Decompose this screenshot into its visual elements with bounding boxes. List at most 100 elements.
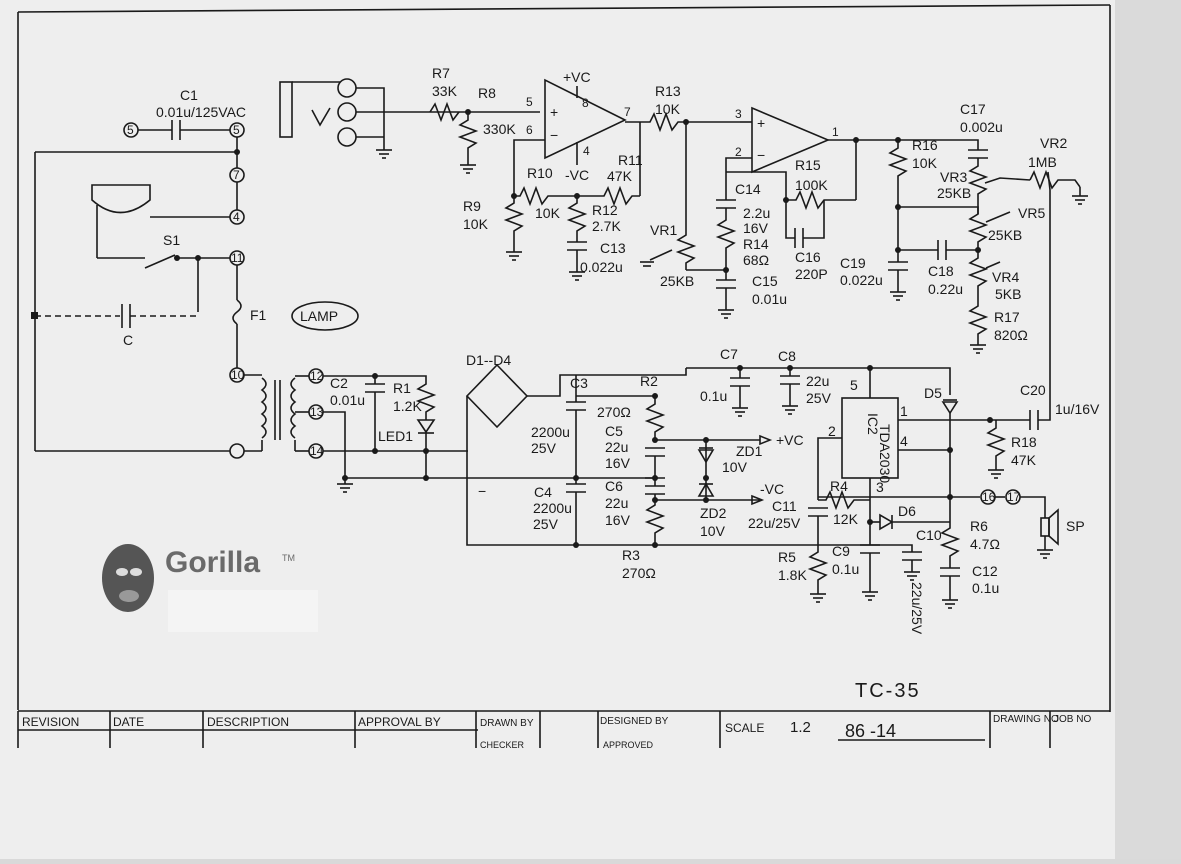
svg-text:1.8K: 1.8K xyxy=(778,567,807,583)
f1-fuse xyxy=(232,299,242,325)
input-jack xyxy=(279,81,293,138)
svg-text:+VC: +VC xyxy=(563,69,591,85)
svg-text:8: 8 xyxy=(582,96,589,110)
svg-text:3: 3 xyxy=(876,479,884,495)
lamp-note-bubble xyxy=(291,301,359,331)
svg-text:2.7K: 2.7K xyxy=(592,218,621,234)
svg-text:270Ω: 270Ω xyxy=(622,565,656,581)
svg-text:R13: R13 xyxy=(655,83,681,99)
r11-resistor xyxy=(580,185,640,207)
svg-text:1MB: 1MB xyxy=(1028,154,1057,170)
svg-text:SCALE: SCALE xyxy=(725,721,764,735)
svg-text:2200u: 2200u xyxy=(533,500,572,516)
svg-text:0.022u: 0.022u xyxy=(580,259,623,275)
svg-text:22u/25V: 22u/25V xyxy=(909,582,925,635)
svg-text:7: 7 xyxy=(233,168,240,182)
svg-text:10K: 10K xyxy=(535,205,561,221)
svg-text:1.2K: 1.2K xyxy=(393,398,422,414)
s1-switch xyxy=(144,254,176,269)
svg-text:ZD2: ZD2 xyxy=(700,505,727,521)
svg-text:25KB: 25KB xyxy=(937,185,971,201)
svg-text:+VC: +VC xyxy=(776,432,804,448)
svg-text:4.7Ω: 4.7Ω xyxy=(970,536,1000,552)
lamp-note: LAMP xyxy=(300,308,338,324)
led1-icon xyxy=(416,419,436,434)
svg-text:220P: 220P xyxy=(795,266,828,282)
svg-text:1.2: 1.2 xyxy=(790,719,811,736)
svg-text:10K: 10K xyxy=(912,155,938,171)
c1-value: 0.01u/125VAC xyxy=(156,104,246,120)
svg-text:D1--D4: D1--D4 xyxy=(466,352,511,368)
svg-text:LED1: LED1 xyxy=(378,428,413,444)
svg-text:D6: D6 xyxy=(898,503,916,519)
svg-text:13: 13 xyxy=(310,405,324,419)
preamp-section: R7 33K R8 330K + − 5 6 +VC 8 4 -VC 7 R11… xyxy=(279,65,1088,395)
border-top xyxy=(17,4,1111,13)
svg-text:R16: R16 xyxy=(912,137,938,153)
svg-text:C6: C6 xyxy=(605,478,623,494)
svg-text:10V: 10V xyxy=(722,459,748,475)
input-section: 5 5 C1 0.01u/125VAC 7 4 S1 11 xyxy=(31,87,359,459)
svg-text:VR4: VR4 xyxy=(992,269,1019,285)
svg-text:0.22u: 0.22u xyxy=(928,281,963,297)
paper xyxy=(0,0,1115,859)
c1-label: C1 xyxy=(180,87,198,103)
gorilla-logo: Gorilla TM xyxy=(102,544,318,632)
svg-text:2.2u: 2.2u xyxy=(743,205,770,221)
svg-text:5: 5 xyxy=(850,377,858,393)
svg-text:C19: C19 xyxy=(840,255,866,271)
svg-text:47K: 47K xyxy=(607,168,633,184)
svg-text:−: − xyxy=(478,483,486,499)
svg-text:100K: 100K xyxy=(795,177,828,193)
f1-label: F1 xyxy=(250,307,267,323)
svg-text:R17: R17 xyxy=(994,309,1020,325)
svg-text:R3: R3 xyxy=(622,547,640,563)
r8-resistor xyxy=(457,112,479,165)
s1-label: S1 xyxy=(163,232,180,248)
svg-text:0.1u: 0.1u xyxy=(832,561,859,577)
svg-text:+: + xyxy=(550,104,558,120)
svg-text:C9: C9 xyxy=(832,543,850,559)
svg-text:0.022u: 0.022u xyxy=(840,272,883,288)
svg-text:22u/25V: 22u/25V xyxy=(748,515,801,531)
svg-text:C4: C4 xyxy=(534,484,552,500)
svg-text:TDA2030: TDA2030 xyxy=(877,424,893,483)
svg-text:2: 2 xyxy=(828,423,836,439)
svg-text:C5: C5 xyxy=(605,423,623,439)
svg-text:6: 6 xyxy=(526,123,533,137)
svg-text:10K: 10K xyxy=(463,216,489,232)
c-label: C xyxy=(123,332,133,348)
vr1-potentiometer xyxy=(675,122,697,270)
svg-text:0.01u: 0.01u xyxy=(752,291,787,307)
svg-text:12K: 12K xyxy=(833,511,859,527)
svg-text:C10: C10 xyxy=(916,527,942,543)
svg-text:16V: 16V xyxy=(605,512,631,528)
svg-text:SP: SP xyxy=(1066,518,1085,534)
svg-text:−: − xyxy=(550,127,558,143)
gorilla-head-icon xyxy=(102,544,154,612)
svg-text:12: 12 xyxy=(310,369,324,383)
svg-text:VR5: VR5 xyxy=(1018,205,1045,221)
svg-text:DESIGNED BY: DESIGNED BY xyxy=(600,716,669,727)
svg-text:25KB: 25KB xyxy=(660,273,694,289)
svg-text:R2: R2 xyxy=(640,373,658,389)
d5-diode xyxy=(941,401,959,415)
svg-text:16V: 16V xyxy=(743,220,769,236)
svg-text:REVISION: REVISION xyxy=(22,715,79,729)
svg-text:22u: 22u xyxy=(806,373,829,389)
svg-text:CHECKER: CHECKER xyxy=(480,740,525,750)
svg-text:−: − xyxy=(757,147,765,163)
transformer-secondary xyxy=(290,377,297,439)
r7-resistor xyxy=(429,101,460,123)
svg-text:5: 5 xyxy=(526,95,533,109)
svg-text:47K: 47K xyxy=(1011,452,1037,468)
svg-text:VR1: VR1 xyxy=(650,222,677,238)
paper-shadow xyxy=(1115,0,1181,859)
svg-text:C7: C7 xyxy=(720,346,738,362)
svg-text:4: 4 xyxy=(233,210,240,224)
svg-text:10V: 10V xyxy=(700,523,726,539)
svg-text:R7: R7 xyxy=(432,65,450,81)
svg-text:11: 11 xyxy=(231,251,244,265)
svg-text:C13: C13 xyxy=(600,240,626,256)
svg-text:R15: R15 xyxy=(795,157,821,173)
